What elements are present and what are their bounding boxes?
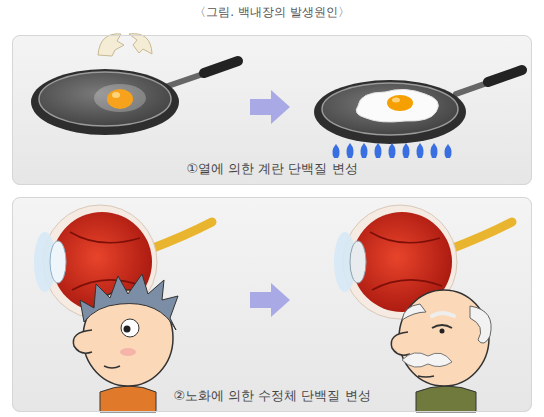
eyeball	[70, 232, 142, 290]
panel-caption: ①열에 의한 계란 단백질 변성	[180, 161, 363, 184]
frying-pan	[322, 83, 458, 135]
gas-flame	[430, 143, 437, 158]
young-man	[124, 326, 131, 333]
old-man	[432, 325, 452, 328]
old-man	[470, 306, 491, 343]
arrow	[250, 283, 290, 317]
arrow	[250, 283, 290, 317]
eyeball	[448, 222, 512, 250]
gas-flame	[360, 143, 367, 158]
gas-flame	[346, 143, 353, 158]
fried-egg	[356, 89, 438, 122]
frying-pan	[31, 69, 179, 135]
old-man	[432, 313, 454, 316]
raw-egg	[94, 84, 146, 112]
young-man	[73, 330, 92, 353]
raw-egg	[94, 84, 146, 112]
frying-pan	[204, 61, 238, 73]
gas-flame	[332, 143, 451, 158]
young-man	[104, 366, 120, 368]
arrow	[250, 90, 290, 124]
egg-shell	[129, 34, 152, 54]
raw-egg	[112, 92, 120, 98]
young-man	[100, 386, 156, 412]
eyeball	[350, 241, 366, 283]
old-man	[402, 353, 452, 367]
old-man	[391, 290, 491, 412]
fried-egg	[392, 98, 400, 103]
young-man	[121, 319, 139, 337]
frying-pan	[39, 72, 171, 126]
gas-flame	[402, 143, 409, 158]
frying-pan	[39, 72, 171, 126]
eyeball	[50, 241, 66, 283]
gas-flame	[374, 143, 381, 158]
old-man	[391, 332, 410, 355]
panel-ground	[12, 197, 532, 412]
gas-flame	[444, 144, 451, 158]
young-man	[73, 274, 178, 412]
fried-egg	[356, 89, 438, 122]
eyeball	[370, 232, 442, 290]
arrow	[250, 90, 290, 124]
panel-caption: ②노화에 의한 수정체 단백질 변성	[167, 388, 376, 411]
old-man	[402, 304, 426, 320]
egg-shell	[98, 34, 124, 56]
raw-egg	[107, 89, 133, 109]
gas-flame	[416, 143, 423, 158]
figure-title: 〈그림. 백내장의 발생원인〉	[0, 5, 544, 21]
young-man	[120, 348, 136, 356]
gas-flame	[332, 144, 339, 158]
egg-shell	[98, 34, 152, 56]
frying-pan	[488, 70, 522, 82]
frying-pan	[322, 83, 458, 135]
frying-pan	[314, 80, 466, 144]
eyeball	[148, 222, 212, 250]
frying-pan	[314, 70, 522, 144]
panel-ground	[12, 35, 532, 412]
panel-ground	[12, 35, 532, 185]
old-man	[440, 329, 445, 334]
old-man	[418, 376, 434, 377]
frying-pan	[31, 61, 238, 135]
panel-box: ①열에 의한 계란 단백질 변성	[12, 35, 532, 185]
panel-box: ②노화에 의한 수정체 단백질 변성	[12, 197, 532, 412]
old-man	[416, 386, 476, 412]
gas-flame	[388, 143, 395, 158]
old-man	[399, 290, 489, 386]
fried-egg	[387, 95, 413, 111]
